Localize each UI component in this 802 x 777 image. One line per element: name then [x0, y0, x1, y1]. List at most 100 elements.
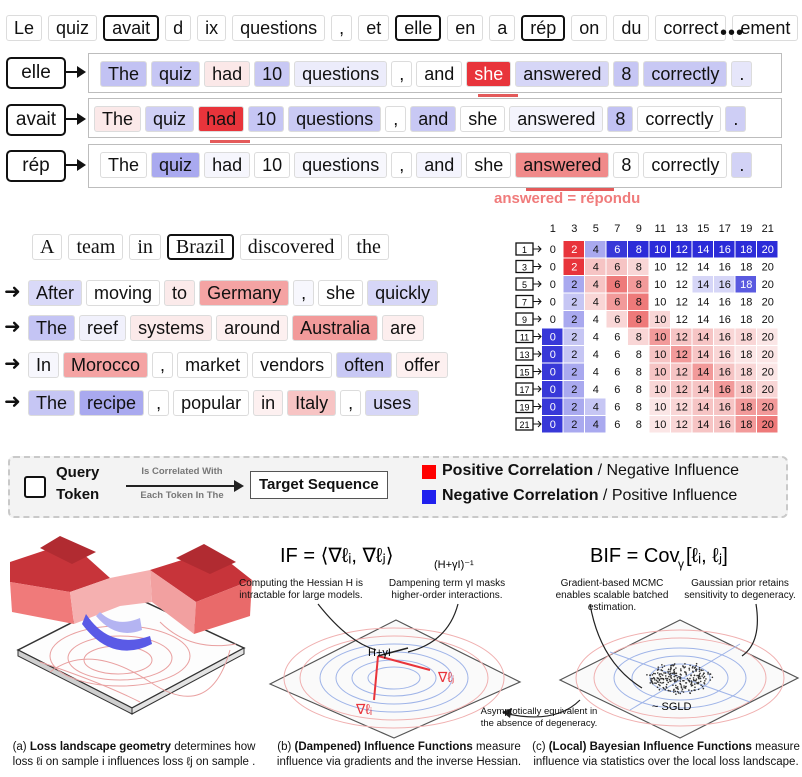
if-equation-subscript: (H+γI)⁻¹: [434, 559, 474, 571]
matrix-cell-value: 16: [719, 314, 731, 326]
matrix-cell: [757, 241, 778, 258]
query-box-rep: rép: [6, 150, 66, 182]
matrix-cell-value: 16: [719, 349, 731, 361]
loss-landscape-3d: [10, 536, 252, 715]
sgld-sample-point: [665, 683, 668, 686]
target-token: quiz: [145, 106, 195, 132]
sgld-sample-point: [689, 692, 691, 694]
sgld-sample-point: [673, 675, 676, 678]
matrix-cell: [692, 381, 713, 398]
matrix-cell-value: 2: [571, 279, 577, 291]
sgld-sample-point: [698, 666, 701, 669]
matrix-cell: [671, 398, 692, 415]
panel-b-note-2: Dampening term γI masks higher-order int…: [388, 578, 506, 601]
matrix-cell-value: 14: [697, 262, 709, 274]
matrix-cell: [735, 416, 756, 433]
target-token: quickly: [367, 280, 439, 306]
matrix-cell-value: 2: [571, 314, 577, 326]
matrix-cell: [757, 381, 778, 398]
target-frame-3: [88, 144, 782, 188]
sgld-sample-point: [672, 669, 675, 671]
matrix-cell: [671, 276, 692, 293]
matrix-row-arrow-icon: [533, 280, 542, 288]
sgld-sample-point: [668, 673, 671, 676]
matrix-row-label: 17: [519, 385, 529, 395]
target-token: 10: [254, 152, 291, 178]
matrix-cell-value: 2: [571, 262, 577, 274]
matrix-cell: [563, 416, 584, 433]
matrix-cell: [692, 258, 713, 275]
matrix-cell-value: 4: [593, 384, 599, 396]
matrix-cell-value: 0: [550, 297, 556, 309]
source-token: en: [447, 15, 484, 41]
target-token: ,: [293, 280, 315, 306]
matrix-cell: [714, 258, 735, 275]
sgld-sample-point: [675, 680, 677, 682]
legend-negative-text: Negative Correlation / Positive Influenc…: [442, 487, 738, 504]
sgld-sample-point: [675, 672, 678, 675]
sgld-sample-point: [649, 674, 651, 677]
sgld-sample-point: [664, 688, 667, 691]
matrix-cell: [714, 398, 735, 415]
target-token: had: [198, 106, 245, 132]
source-token: questions: [232, 15, 326, 41]
target-token: ,: [340, 390, 362, 416]
sgld-sample-point: [682, 691, 685, 693]
sgld-sample-point: [657, 681, 659, 683]
matrix-cell-value: 18: [740, 402, 752, 414]
matrix-cell-value: 12: [676, 244, 688, 256]
equivalence-arrow: [502, 699, 581, 718]
matrix-cell-value: 0: [550, 279, 556, 291]
matrix-cell: [649, 363, 670, 380]
matrix-cell: [671, 416, 692, 433]
target-token: questions: [294, 61, 388, 87]
target-token: answered: [515, 152, 610, 178]
matrix-cell-value: 6: [614, 279, 620, 291]
sgld-sample-point: [666, 677, 669, 680]
sgld-sample-point: [663, 672, 665, 674]
matrix-cell-value: 8: [636, 297, 642, 309]
legend-query-label: Query Token: [56, 464, 100, 503]
target-token: quiz: [151, 152, 201, 178]
matrix-cell: [735, 398, 756, 415]
matrix-cell: [606, 328, 627, 345]
matrix-cell-value: 20: [762, 262, 774, 274]
matrix-cell: [757, 346, 778, 363]
matrix-cell-value: 4: [593, 419, 599, 431]
matrix-cell: [714, 293, 735, 310]
sgld-sample-point: [667, 670, 669, 673]
matrix-cell-value: 12: [676, 349, 688, 361]
target-token: Morocco: [63, 352, 149, 378]
sgld-sample-point: [673, 671, 675, 673]
matrix-cell: [692, 416, 713, 433]
target-token: After: [28, 280, 83, 306]
matrix-cell-value: 10: [654, 297, 666, 309]
matrix-cell: [585, 398, 606, 415]
equivalence-note: Asymptotically equivalent in the absence…: [480, 706, 598, 729]
matrix-cell-value: 12: [676, 367, 688, 379]
sgld-sample-point: [707, 671, 709, 674]
target-token: offer: [396, 352, 448, 378]
matrix-cell: [563, 398, 584, 415]
matrix-cell: [606, 276, 627, 293]
source-token: discovered: [239, 234, 343, 260]
matrix-cell: [542, 311, 563, 328]
sgld-sample-point: [690, 680, 693, 682]
target-token: answered: [515, 61, 610, 87]
target-token: Australia: [292, 315, 379, 341]
matrix-cell: [757, 328, 778, 345]
sgld-sample-point: [651, 682, 654, 685]
sgld-sample-point: [689, 664, 691, 667]
sgld-sample-point: [698, 670, 701, 672]
matrix-cell-value: 20: [762, 332, 774, 344]
matrix-cell-value: 6: [614, 314, 620, 326]
matrix-cell: [649, 311, 670, 328]
target-token: 8: [613, 152, 640, 178]
matrix-cell: [628, 398, 649, 415]
sgld-sample-point: [661, 664, 663, 666]
sgld-sample-point: [656, 686, 659, 689]
matrix-cell: [542, 328, 563, 345]
